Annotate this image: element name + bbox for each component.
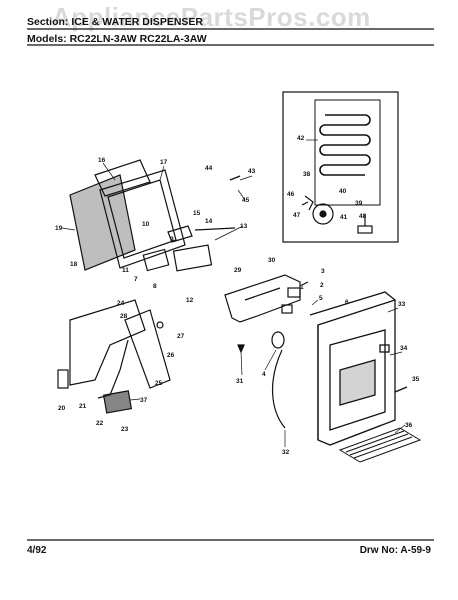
callout-26: 26	[167, 352, 175, 359]
callout-17: 17	[160, 159, 168, 166]
callout-41: 41	[340, 214, 348, 221]
callout-45: 45	[242, 197, 250, 204]
drawing-number: Drw No: A-59-9	[359, 545, 431, 556]
callout-4: 4	[262, 371, 266, 378]
inset-frame	[282, 91, 399, 243]
section-title: Section: ICE & WATER DISPENSER	[27, 16, 203, 28]
callout-6: 6	[345, 299, 349, 306]
callout-18: 18	[70, 261, 78, 268]
callout-labels: 1 2 3 4 5 6 7 8 9 10 11 12 13 14 15 16 1…	[55, 135, 420, 456]
dispenser-housing	[309, 291, 396, 446]
callout-21: 21	[79, 403, 87, 410]
watermark: AppliancePartsPros.com	[52, 2, 371, 32]
screw-44	[229, 175, 241, 181]
solenoid-mount	[224, 274, 309, 354]
door-assembly	[69, 159, 236, 272]
callout-39: 39	[355, 200, 363, 207]
callout-10: 10	[142, 221, 150, 228]
callout-23: 23	[121, 426, 129, 433]
callout-13: 13	[240, 223, 248, 230]
callout-44: 44	[205, 165, 213, 172]
dispenser-pad	[102, 390, 133, 414]
callout-34: 34	[400, 345, 408, 352]
fuse-part	[357, 225, 373, 234]
callout-9: 9	[170, 236, 174, 243]
callout-43: 43	[248, 168, 256, 175]
callout-15: 15	[193, 210, 201, 217]
callout-25: 25	[155, 380, 163, 387]
callout-37: 37	[140, 397, 148, 404]
callout-47: 47	[293, 212, 301, 219]
leader-lines	[61, 139, 406, 447]
callout-31: 31	[236, 378, 244, 385]
callout-8: 8	[153, 283, 157, 290]
water-tube	[272, 349, 286, 429]
callout-3: 3	[321, 268, 325, 275]
callout-22: 22	[96, 420, 104, 427]
callout-27: 27	[177, 333, 185, 340]
drip-tray	[338, 427, 422, 463]
footer-date: 4/92	[27, 545, 47, 556]
callout-42: 42	[297, 135, 305, 142]
callout-33: 33	[398, 301, 406, 308]
callout-2: 2	[320, 282, 324, 289]
callout-35: 35	[412, 376, 420, 383]
callout-36: 36	[405, 422, 413, 429]
callout-16: 16	[98, 157, 106, 164]
screw-35	[394, 386, 408, 393]
callout-48: 48	[359, 213, 367, 220]
callout-1: 1	[300, 284, 304, 291]
inset-detail	[282, 91, 399, 243]
callout-14: 14	[205, 218, 213, 225]
callout-32: 32	[282, 449, 290, 456]
callout-28: 28	[120, 313, 128, 320]
callout-12: 12	[186, 297, 194, 304]
callout-11: 11	[122, 267, 129, 274]
callout-24: 24	[117, 300, 125, 307]
actuator-arm	[57, 299, 171, 414]
callout-19: 19	[55, 225, 63, 232]
solenoid-coil	[312, 203, 334, 225]
callout-30: 30	[268, 257, 276, 264]
callout-20: 20	[58, 405, 66, 412]
callout-38: 38	[303, 171, 311, 178]
callout-5: 5	[319, 295, 323, 302]
callout-29: 29	[234, 267, 242, 274]
callout-7: 7	[134, 276, 138, 283]
models-line: Models: RC22LN-3AW RC22LA-3AW	[27, 33, 207, 45]
callout-40: 40	[339, 188, 347, 195]
heater-coil	[319, 114, 371, 176]
callout-46: 46	[287, 191, 295, 198]
